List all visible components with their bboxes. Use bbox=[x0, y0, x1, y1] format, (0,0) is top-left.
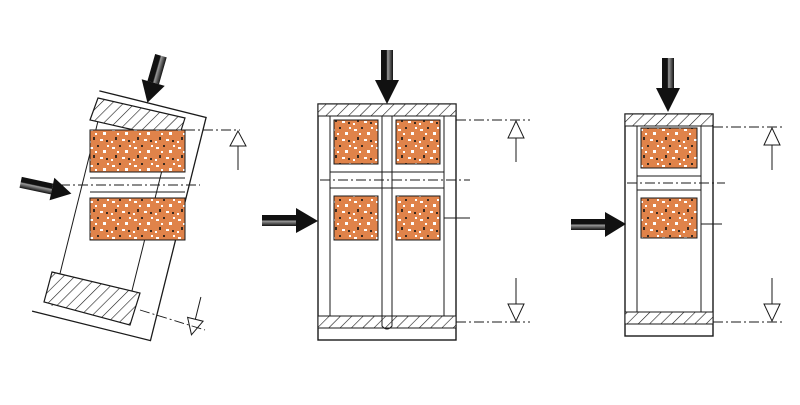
stroke-direction-arrow-icon bbox=[229, 129, 247, 170]
stroke-direction-arrow-icon bbox=[763, 278, 781, 323]
stroke-direction-arrow-icon bbox=[186, 296, 205, 336]
abrasive-block-icon bbox=[333, 119, 379, 165]
double-row-cylindrical-honing-setup bbox=[262, 50, 530, 341]
roller-separator bbox=[330, 315, 444, 330]
single-row-cylindrical-honing-setup bbox=[571, 58, 785, 337]
abrasive-block-icon bbox=[395, 195, 441, 241]
radial-load-arrow-icon bbox=[141, 54, 167, 103]
radial-load-arrow-icon bbox=[375, 50, 399, 104]
abrasive-block-icon bbox=[333, 195, 379, 241]
axial-load-arrow-icon bbox=[19, 176, 72, 201]
abrasive-block-icon bbox=[89, 129, 186, 173]
stroke-direction-arrow-icon bbox=[763, 126, 781, 170]
hatched-ring-icon bbox=[624, 113, 714, 127]
abrasive-block-icon bbox=[89, 197, 186, 241]
hatched-ring-icon bbox=[624, 311, 714, 325]
hatched-inner-ring-icon bbox=[43, 271, 141, 326]
abrasive-block-icon bbox=[640, 127, 698, 169]
stroke-direction-arrow-icon bbox=[507, 278, 525, 323]
stroke-direction-arrow-icon bbox=[507, 119, 525, 162]
axial-load-arrow-icon bbox=[262, 208, 318, 233]
axial-load-arrow-icon bbox=[571, 212, 626, 237]
extension-line bbox=[139, 309, 206, 331]
hatched-ring-icon bbox=[317, 103, 457, 117]
tapered-roller-honing-setup bbox=[19, 54, 247, 342]
abrasive-block-icon bbox=[395, 119, 441, 165]
hatched-ring-icon bbox=[317, 315, 457, 329]
abrasive-block-icon bbox=[640, 197, 698, 239]
radial-load-arrow-icon bbox=[656, 58, 680, 112]
